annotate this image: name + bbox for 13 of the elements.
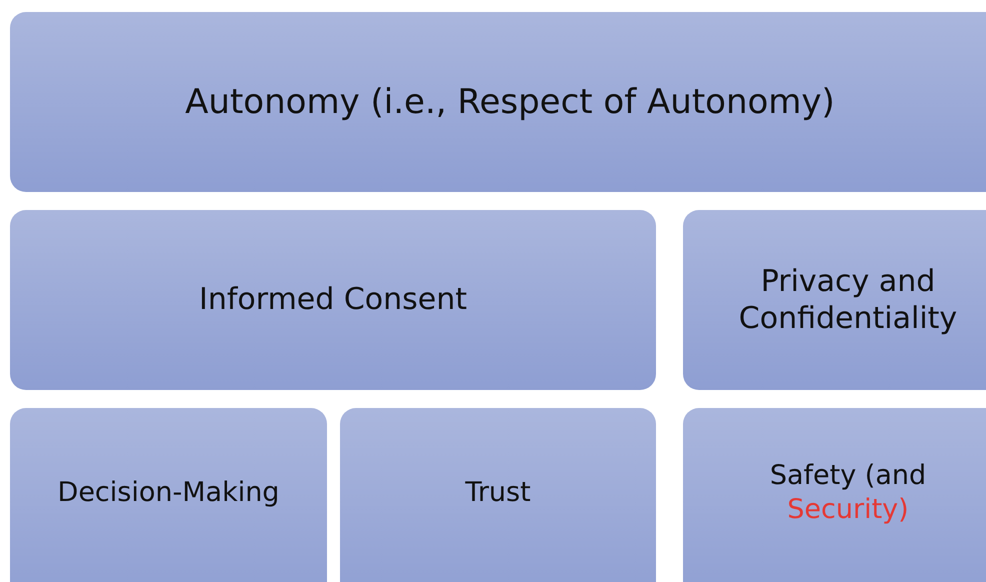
block-label: Security) [787,493,909,527]
block-label: Trust [465,476,531,510]
category-block [10,210,656,390]
category-block [683,210,986,390]
category-block [10,12,986,192]
category-block [340,408,656,582]
block-label: Autonomy (i.e., Respect of Autonomy) [185,80,835,124]
block-label: Safety (and [770,459,926,493]
block-label: Decision-Making [58,476,280,510]
block-label: Privacy and Confidentiality [738,262,958,338]
category-block [10,408,327,582]
category-block [683,408,986,582]
block-label: Informed Consent [198,281,468,319]
